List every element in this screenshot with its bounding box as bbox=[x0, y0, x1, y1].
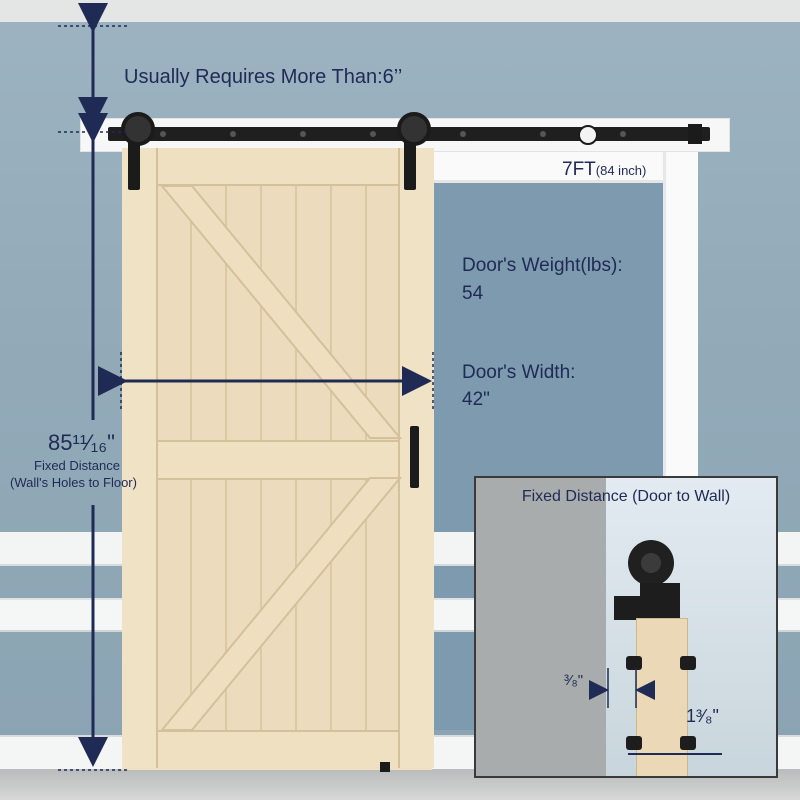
width-label: Door's Width: bbox=[462, 362, 576, 383]
floor-guide bbox=[380, 762, 390, 772]
door-top-rail bbox=[122, 148, 432, 186]
inset-bolt bbox=[680, 656, 696, 670]
rail-bolt bbox=[540, 131, 546, 137]
track-end-stop bbox=[688, 124, 702, 144]
door-middle-rail bbox=[122, 440, 432, 480]
height-caption-line1: Fixed Distance bbox=[34, 458, 120, 473]
rail-bolt bbox=[160, 131, 166, 137]
weight-label: Door's Weight(lbs): bbox=[462, 255, 623, 276]
rail-bolt bbox=[370, 131, 376, 137]
track-stopper bbox=[578, 125, 598, 145]
inset-title: Fixed Distance (Door to Wall) bbox=[521, 488, 731, 505]
inset-wall bbox=[476, 478, 606, 776]
ceiling bbox=[0, 0, 800, 22]
inset-bolt bbox=[626, 656, 642, 670]
inset-wheel-hub bbox=[641, 553, 661, 573]
inset-dimension-lines bbox=[589, 668, 722, 755]
track-length-label: 7FT(84 inch) bbox=[562, 159, 646, 181]
track-length-main: 7FT bbox=[562, 159, 596, 180]
height-value: 85¹¹⁄₁₆" bbox=[48, 430, 115, 455]
inset-gap-small: ³⁄₈" bbox=[564, 672, 584, 689]
inset-door-edge bbox=[636, 618, 688, 776]
rail-bolt bbox=[620, 131, 626, 137]
track-length-detail: (84 inch) bbox=[595, 163, 647, 178]
width-value: 42" bbox=[462, 389, 490, 410]
hardware-detail-inset: Fixed Distance (Door to Wall) ³⁄₈" 1³⁄₈" bbox=[474, 476, 778, 778]
rail-bolt bbox=[300, 131, 306, 137]
header-clearance-note: Usually Requires More Than:6’’ bbox=[124, 66, 403, 88]
inset-gap-large: 1³⁄₈" bbox=[686, 706, 719, 726]
right-roller-wheel bbox=[397, 112, 431, 146]
inset-bolt bbox=[680, 736, 696, 750]
inset-background bbox=[606, 478, 776, 776]
door-casing-top bbox=[430, 150, 695, 183]
door-left-stile bbox=[122, 148, 158, 768]
height-caption-line2: (Wall's Holes to Floor) bbox=[10, 475, 137, 490]
inset-rail-end bbox=[614, 596, 644, 620]
door-pull-handle bbox=[410, 426, 419, 488]
left-roller-wheel bbox=[121, 112, 155, 146]
rail-bolt bbox=[230, 131, 236, 137]
weight-value: 54 bbox=[462, 283, 484, 304]
inset-bolt bbox=[626, 736, 642, 750]
rail-bolt bbox=[460, 131, 466, 137]
